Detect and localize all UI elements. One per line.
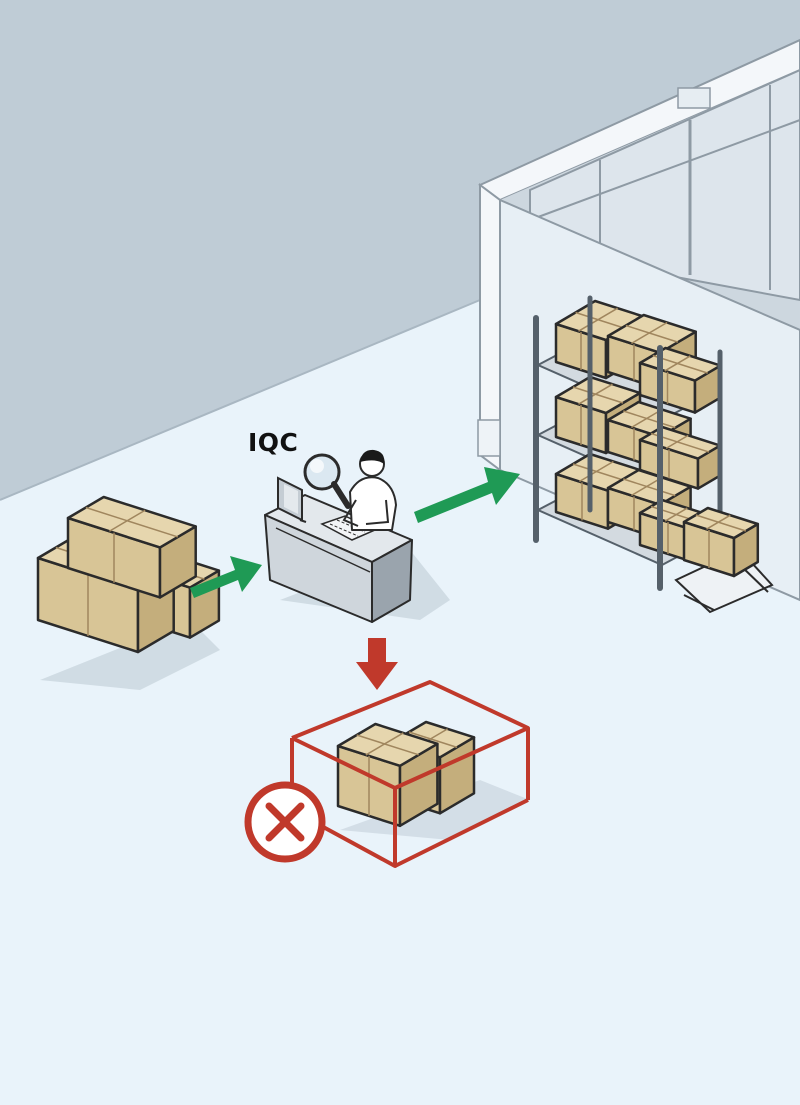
iqc-label: IQC (248, 428, 298, 457)
cross-circle-icon (248, 785, 322, 859)
